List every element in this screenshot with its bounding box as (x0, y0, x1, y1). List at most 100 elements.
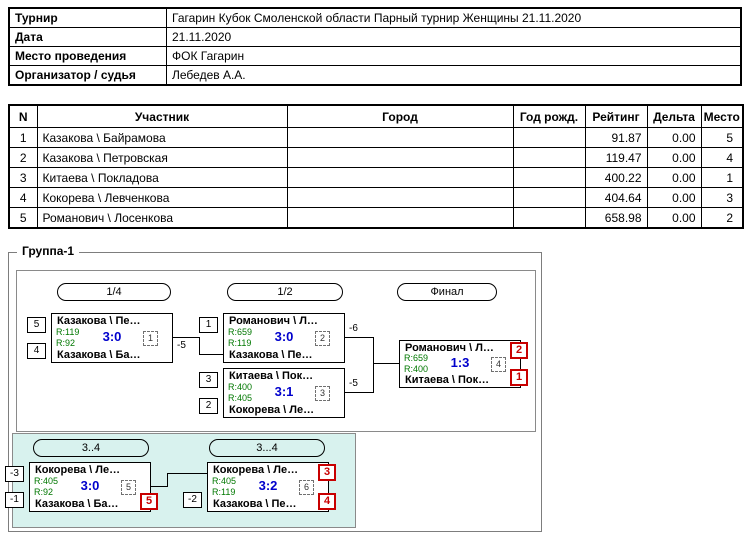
group-label: Группа-1 (17, 244, 80, 258)
participant-place: 2 (700, 207, 744, 229)
match-consolation-1[interactable]: -3 -1 Кокорева \ Ле… R:405 3:0 R:92 Каза… (5, 462, 158, 512)
top-player-name: Китаева \ Пок… (229, 370, 314, 382)
participant-name: Романович \ Лосенкова (36, 207, 288, 229)
info-label-organizer: Организатор / судья (8, 65, 167, 86)
participant-row[interactable]: 3 Китаева \ Покладова 400.22 0.00 1 (8, 167, 744, 188)
info-label-venue: Место проведения (8, 46, 167, 66)
top-player-rating: R:405 (212, 476, 237, 486)
participants-header-row: N Участник Город Год рожд. Рейтинг Дельт… (8, 104, 744, 128)
participant-place: 1 (700, 167, 744, 188)
info-row: Дата 21.11.2020 (8, 27, 742, 47)
participant-row[interactable]: 5 Романович \ Лосенкова 658.98 0.00 2 (8, 207, 744, 229)
connector-line (345, 392, 373, 393)
col-header-n: N (8, 104, 38, 128)
final-place-box: 5 (140, 493, 158, 510)
top-player-name: Романович \ Л… (229, 315, 318, 327)
bottom-player-name: Китаева \ Пок… (405, 374, 490, 386)
participant-place: 5 (700, 127, 744, 148)
main-bracket-panel: 1/4 1/2 Финал 5 4 Казакова \ Пе… R:119 3… (16, 270, 536, 432)
participant-delta: 0.00 (646, 187, 702, 208)
col-header-birth-year: Год рожд. (512, 104, 586, 128)
round-header-places-3-4-left: 3..4 (33, 439, 149, 457)
consolation-panel: 3..4 3...4 -3 -1 Кокорева \ Ле… R:405 3:… (5, 433, 356, 528)
info-value-tournament: Гагарин Кубок Смоленской области Парный … (166, 7, 742, 28)
bottom-player-rating: R:92 (34, 487, 54, 497)
bottom-player-rating: R:119 (212, 487, 236, 497)
match-quarterfinal-1[interactable]: 5 4 Казакова \ Пе… R:119 3:0 R:92 Казако… (27, 313, 173, 363)
participant-city (286, 187, 514, 208)
info-label-date: Дата (8, 27, 167, 47)
match-consolation-2[interactable]: -2 Кокорева \ Ле… R:405 3:2 R:119 Казако… (183, 462, 336, 512)
seed-box: 5 (27, 317, 46, 333)
participant-name: Казакова \ Байрамова (36, 127, 288, 148)
loser-destination-label: -6 (349, 323, 358, 334)
top-player-rating: R:400 (228, 382, 253, 392)
match-number-box[interactable]: 4 (491, 357, 506, 372)
info-value-venue: ФОК Гагарин (166, 46, 742, 66)
top-player-name: Казакова \ Пе… (57, 315, 141, 327)
participant-row[interactable]: 1 Казакова \ Байрамова 91.87 0.00 5 (8, 127, 744, 148)
bottom-player-name: Казакова \ Пе… (229, 349, 313, 361)
participant-number: 5 (8, 207, 38, 229)
info-value-date: 21.11.2020 (166, 27, 742, 47)
col-header-place: Место (700, 104, 744, 128)
seed-box: 2 (199, 398, 218, 414)
participant-number: 1 (8, 127, 38, 148)
participant-name: Китаева \ Покладова (36, 167, 288, 188)
participant-name: Казакова \ Петровская (36, 147, 288, 168)
top-player-rating: R:659 (228, 327, 253, 337)
participant-number: 2 (8, 147, 38, 168)
seed-box: -3 (5, 466, 24, 482)
match-score: 3:2 (258, 478, 278, 493)
info-label-tournament: Турнир (8, 7, 167, 28)
bottom-player-rating: R:119 (228, 338, 252, 348)
match-semifinal-2[interactable]: 3 2 Китаева \ Пок… R:400 3:1 R:405 Кокор… (199, 368, 345, 418)
match-score: 3:0 (102, 329, 122, 344)
match-number-box[interactable]: 6 (299, 480, 314, 495)
match-score: 3:0 (274, 329, 294, 344)
loser-destination-label: -5 (349, 378, 358, 389)
connector-line (151, 486, 167, 487)
top-player-name: Романович \ Л… (405, 342, 494, 354)
top-player-rating: R:119 (56, 327, 80, 337)
bottom-player-rating: R:92 (56, 338, 76, 348)
participant-rating: 404.64 (584, 187, 648, 208)
participant-number: 3 (8, 167, 38, 188)
match-semifinal-1[interactable]: 1 Романович \ Л… R:659 3:0 R:119 Казаков… (199, 313, 345, 363)
connector-line (199, 337, 200, 355)
participant-delta: 0.00 (646, 147, 702, 168)
top-player-name: Кокорева \ Ле… (35, 464, 121, 476)
seed-box: -1 (5, 492, 24, 508)
bracket-group-box: Группа-1 1/4 1/2 Финал 5 4 Казакова \ Пе… (5, 244, 542, 532)
participant-row[interactable]: 2 Казакова \ Петровская 119.47 0.00 4 (8, 147, 744, 168)
bottom-player-name: Казакова \ Ба… (35, 498, 119, 510)
match-number-box[interactable]: 3 (315, 386, 330, 401)
connector-line (167, 473, 168, 487)
final-place-box: 2 (510, 342, 528, 359)
match-number-box[interactable]: 1 (143, 331, 158, 346)
participant-year (512, 187, 586, 208)
connector-line (373, 363, 399, 364)
col-header-delta: Дельта (646, 104, 702, 128)
connector-line (167, 473, 207, 474)
participant-rating: 658.98 (584, 207, 648, 229)
match-number-box[interactable]: 5 (121, 480, 136, 495)
participant-city (286, 207, 514, 229)
participant-year (512, 127, 586, 148)
participant-name: Кокорева \ Левченкова (36, 187, 288, 208)
connector-line (173, 337, 199, 338)
match-number-box[interactable]: 2 (315, 331, 330, 346)
participant-row[interactable]: 4 Кокорева \ Левченкова 404.64 0.00 3 (8, 187, 744, 208)
participants-table: N Участник Город Год рожд. Рейтинг Дельт… (8, 104, 744, 229)
connector-line (199, 354, 223, 355)
participant-number: 4 (8, 187, 38, 208)
final-place-box: 3 (318, 464, 336, 481)
tournament-info-table: Турнир Гагарин Кубок Смоленской области … (8, 7, 742, 86)
top-player-name: Кокорева \ Ле… (213, 464, 299, 476)
participant-year (512, 167, 586, 188)
match-final[interactable]: Романович \ Л… R:659 1:3 R:400 Китаева \… (399, 340, 528, 388)
participant-city (286, 127, 514, 148)
top-player-rating: R:405 (34, 476, 59, 486)
match-score: 1:3 (450, 355, 470, 370)
col-header-rating: Рейтинг (584, 104, 648, 128)
